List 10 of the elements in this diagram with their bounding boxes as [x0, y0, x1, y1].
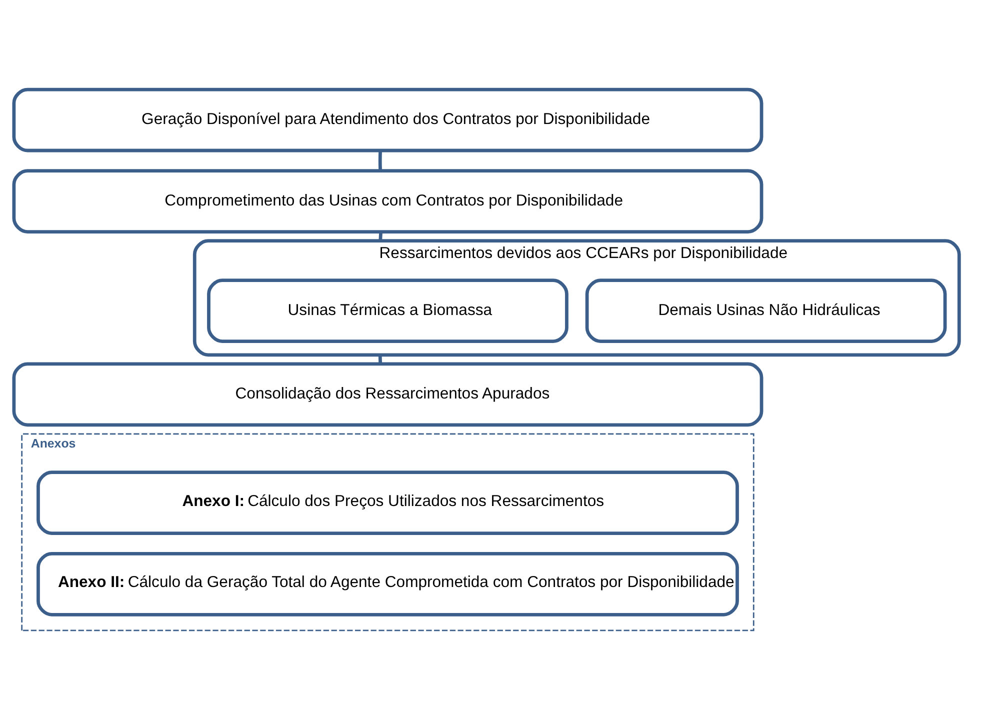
- node-box: Anexo I: Cálculo dos Preços Utilizados nos Ressarcimentos: [36, 470, 739, 535]
- connector: [378, 150, 382, 170]
- connector: [378, 231, 383, 240]
- node-box: Demais Usinas Não Hidráulicas: [585, 278, 947, 343]
- node-box: Anexo II: Cálculo da Geração Total do Agente Comprometida com Contratos por Disponibilidade: [36, 551, 739, 616]
- connector: [378, 354, 382, 364]
- node-box: Consolidação dos Ressarcimentos Apurados: [12, 362, 764, 426]
- node-box: Comprometimento das Usinas com Contratos por Disponibilidade: [12, 168, 764, 233]
- node-box: Geração Disponível para Atendimento dos Contratos por Disponibilidade: [12, 87, 764, 152]
- node-box: Usinas Térmicas a Biomassa: [207, 278, 568, 343]
